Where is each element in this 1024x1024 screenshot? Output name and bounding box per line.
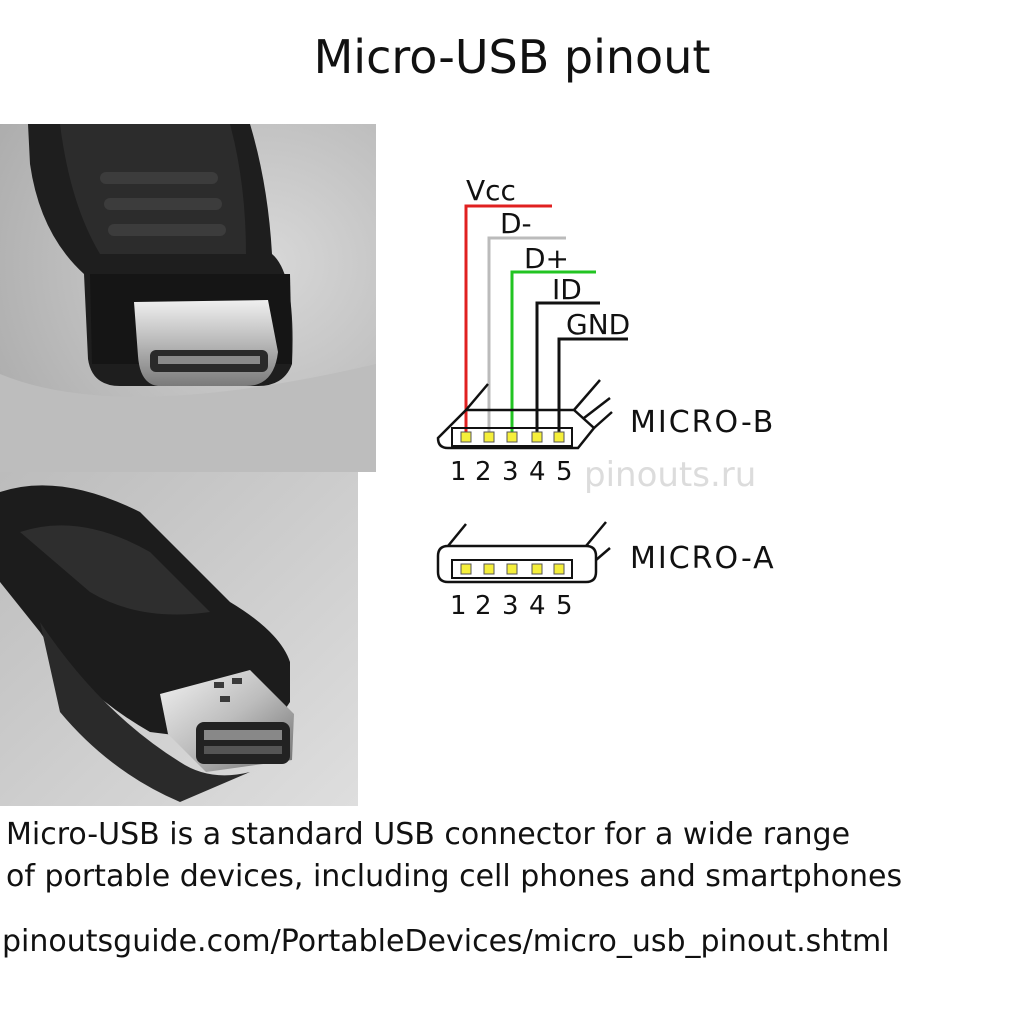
micro-b-plug-photo <box>0 124 376 472</box>
wire-vcc <box>464 204 552 436</box>
micro-b-pin-number: 4 <box>529 457 546 487</box>
page-title: Micro-USB pinout <box>313 30 711 84</box>
pin-contact <box>506 431 518 443</box>
pin-contact <box>506 563 518 575</box>
micro-a-connector <box>436 521 611 584</box>
watermark: pinouts.ru <box>584 455 756 495</box>
source-url: pinoutsguide.com/PortableDevices/micro_u… <box>2 924 890 959</box>
micro-b-connector <box>436 379 613 450</box>
wire-d-minus <box>487 236 566 436</box>
pin-contact <box>531 431 543 443</box>
pin-contact <box>483 431 495 443</box>
signal-label-id: ID <box>552 273 582 306</box>
pin-strip <box>451 427 573 447</box>
wire-id <box>535 301 600 436</box>
pin-contact <box>553 431 565 443</box>
signal-label-gnd: GND <box>566 308 630 341</box>
pin-contact <box>460 563 472 575</box>
micro-b-pin-number: 2 <box>475 457 492 487</box>
micro-b-pin-number: 3 <box>502 457 519 487</box>
micro-a-pin-number: 2 <box>475 591 492 621</box>
micro-b-pin-number: 1 <box>450 457 467 487</box>
micro-a-pin-number: 5 <box>556 591 573 621</box>
micro-a-label: MICRO-A <box>630 541 776 576</box>
signal-label-d-plus: D+ <box>524 242 569 275</box>
pin-contact <box>553 563 565 575</box>
signal-label-d-minus: D- <box>500 207 532 240</box>
micro-b-pin-number: 5 <box>556 457 573 487</box>
micro-b-label: MICRO-B <box>630 405 775 440</box>
description-line-2: of portable devices, including cell phon… <box>6 859 903 894</box>
wire-d-plus <box>510 270 596 436</box>
description: Micro-USB is a standard USB connector fo… <box>6 814 1022 898</box>
pinout-diagram: pinouts.ru Vcc D- D+ ID GND 1 2 3 4 5 MI… <box>436 174 776 621</box>
pin-contact <box>531 563 543 575</box>
micro-a-pins <box>451 559 573 579</box>
description-line-1: Micro-USB is a standard USB connector fo… <box>6 817 851 852</box>
micro-a-pin-number: 4 <box>529 591 546 621</box>
pin-contact <box>460 431 472 443</box>
micro-a-pin-number: 1 <box>450 591 467 621</box>
signal-label-vcc: Vcc <box>466 174 516 207</box>
wire-gnd <box>557 337 628 436</box>
micro-b-pins <box>451 427 573 447</box>
signal-wires <box>464 204 628 436</box>
micro-a-plug-photo <box>0 472 358 806</box>
micro-a-pin-number: 3 <box>502 591 519 621</box>
pin-contact <box>483 563 495 575</box>
pin-strip <box>451 559 573 579</box>
